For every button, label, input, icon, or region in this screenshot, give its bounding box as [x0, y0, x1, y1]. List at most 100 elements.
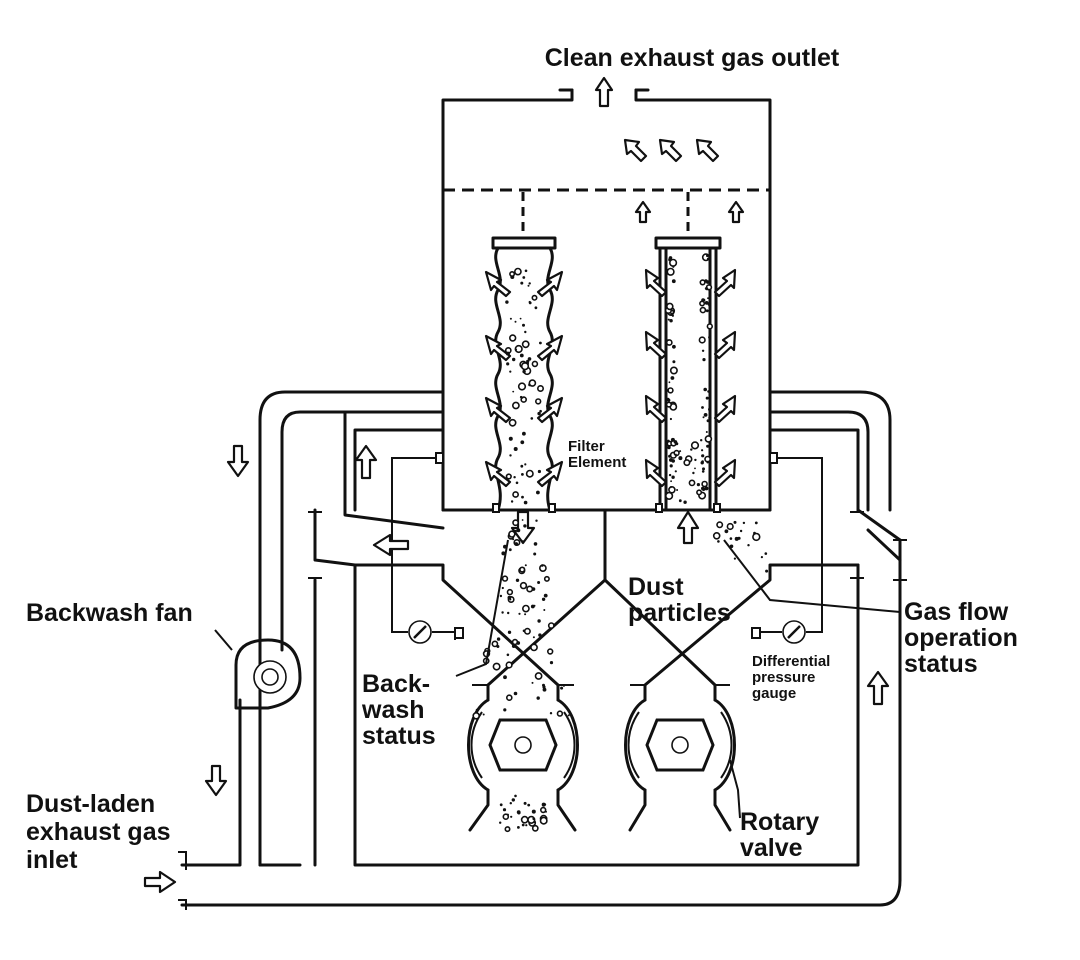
dust-particle — [667, 445, 671, 450]
dust-particle — [511, 798, 515, 802]
rotary-valve-left — [467, 698, 579, 832]
dust-particle — [475, 708, 479, 712]
dust-particle — [560, 686, 564, 690]
filter-element-left — [491, 236, 557, 513]
dust-particle — [508, 418, 517, 427]
dust-particle — [531, 809, 536, 814]
dust-particle — [708, 335, 712, 339]
right-ducts — [768, 390, 907, 882]
dust-particle — [704, 435, 713, 443]
gas-flow-label-line2: operation — [904, 624, 1018, 652]
dust-particle — [520, 464, 524, 468]
dust-particle — [701, 449, 704, 452]
dust-particle — [523, 627, 531, 635]
dust-particle — [704, 279, 708, 283]
filter-element-label-line1: Filter — [568, 438, 605, 455]
dust-particle — [562, 684, 566, 687]
dust-particle — [669, 417, 673, 421]
dust-particle — [509, 270, 516, 277]
dust-particle — [668, 473, 672, 477]
dust-particle — [539, 806, 547, 814]
dust-particle — [706, 323, 713, 330]
dust-particle — [729, 537, 733, 540]
gas-flow-label-line1: Gas flow — [904, 598, 1009, 626]
dust-particle — [707, 302, 711, 306]
dust-particle — [521, 519, 524, 521]
dust-particle — [533, 552, 537, 556]
dust-particle — [669, 458, 673, 462]
dust-particle — [675, 453, 677, 456]
dust-particle — [524, 463, 527, 466]
dust-particle — [520, 440, 525, 445]
dust-particle — [703, 387, 707, 392]
dust-particle — [547, 622, 555, 629]
dust-particle — [701, 486, 705, 491]
dust-particle — [696, 489, 703, 496]
dust-particle — [690, 448, 693, 451]
dust-particle — [512, 401, 520, 410]
dust-particle — [699, 300, 706, 307]
dust-particle — [708, 407, 712, 412]
dust-particle — [708, 416, 712, 420]
dust-particle — [536, 490, 540, 495]
dust-particles-label-line1: Dust — [628, 573, 684, 601]
dust-particle — [705, 309, 709, 313]
dust-particle — [491, 640, 499, 648]
dust-particle — [527, 803, 531, 807]
dust-particle — [501, 551, 506, 556]
dust-particle — [517, 382, 527, 391]
dust-particle — [517, 826, 520, 829]
dust-particle — [537, 581, 541, 584]
dust-particle — [522, 604, 530, 613]
dust-particle — [737, 536, 741, 540]
dust-particle — [519, 566, 526, 573]
dust-particle — [510, 815, 513, 818]
dust-particle — [515, 578, 520, 582]
dust-particle — [528, 282, 531, 285]
dust-particle — [716, 521, 724, 529]
dust-particle — [733, 520, 737, 524]
dust-particle — [539, 816, 548, 825]
dust-particle — [522, 369, 526, 374]
dust-particle — [499, 594, 503, 598]
dust-particle — [509, 370, 512, 373]
dust-particle — [704, 455, 711, 463]
backwash-status-label-line3: status — [362, 722, 436, 750]
dust-particle — [528, 379, 537, 387]
dust-particle — [532, 817, 535, 821]
left-ducts — [178, 390, 902, 910]
dust-particle — [512, 519, 519, 527]
dust-particle — [539, 341, 542, 345]
dust-particle — [502, 813, 510, 821]
dust-particle — [701, 460, 704, 463]
pressure-piping — [391, 452, 823, 644]
dust-particle — [533, 604, 536, 607]
dust-particle — [521, 396, 524, 399]
dust-particle — [667, 439, 670, 442]
dust-particle — [667, 387, 674, 394]
dust-particle — [705, 396, 709, 400]
dust-particle — [519, 317, 522, 320]
dust-particle — [531, 360, 539, 368]
dust-particle — [702, 416, 705, 419]
dust-particle — [521, 495, 524, 499]
dust-particle — [534, 398, 542, 405]
dust-particle — [482, 713, 485, 716]
dust-particle — [537, 411, 541, 416]
dust-particle — [707, 297, 709, 300]
dust-particle — [754, 521, 758, 525]
dust-particle — [704, 486, 709, 491]
dust-particle — [502, 808, 507, 812]
dust-particle — [549, 712, 553, 715]
dust-particle — [472, 711, 481, 720]
dust-particle — [519, 353, 524, 358]
dust-particle — [668, 256, 673, 260]
dust-particle — [706, 419, 710, 423]
dust-particle — [496, 645, 500, 648]
dust-particle — [514, 348, 518, 351]
dust-particle — [679, 450, 682, 453]
dust-particle — [520, 539, 523, 542]
dust-particle — [670, 312, 674, 316]
leader-lines — [214, 539, 901, 819]
dust-particle — [706, 444, 710, 448]
